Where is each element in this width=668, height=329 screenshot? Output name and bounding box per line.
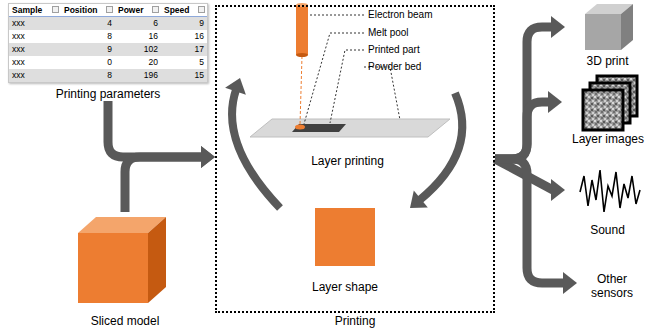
table-header: Sample [9, 4, 61, 17]
sound-waveform [580, 170, 640, 212]
table-cell: 8 [61, 30, 115, 43]
table-cell: 16 [161, 30, 207, 43]
node-caption: Printing [335, 314, 376, 328]
part-label: Electron beam [368, 9, 432, 21]
print-cube [585, 4, 633, 50]
parameter-table: SamplePositionPowerSpeedxxx469xxx81616xx… [8, 3, 208, 101]
table-cell: 8 [61, 69, 115, 82]
arrow-head [225, 78, 246, 95]
filter-button [52, 6, 59, 13]
part-label-holder: Powder bed [368, 61, 421, 73]
output-sound: Sound [565, 165, 650, 237]
table-cell: 17 [161, 43, 207, 56]
table-header: Power [115, 4, 161, 17]
arrow-shaft [419, 93, 462, 200]
part-label-holder: Electron beam [368, 9, 432, 21]
layer-images-stack [583, 76, 637, 130]
node-caption: Printing parameters [56, 87, 161, 101]
table-cell: 5 [161, 56, 207, 69]
flow-arrow [225, 78, 280, 208]
arrow-head [201, 146, 215, 168]
table-cell: 15 [161, 69, 207, 82]
table-header: Position [61, 4, 115, 17]
flow-arrow [495, 16, 565, 159]
flow-arrow [495, 91, 562, 159]
arrow-head [551, 16, 565, 38]
layer-shape-square [315, 208, 375, 266]
node-caption: Layer shape [312, 280, 378, 294]
arrow-shaft [495, 27, 553, 159]
parameter-table-grid: SamplePositionPowerSpeedxxx469xxx81616xx… [8, 3, 208, 83]
arrow-shaft [232, 89, 280, 208]
output-3d-print: 3D print [565, 2, 650, 68]
arrow-shaft [108, 101, 203, 157]
flow-arrow [495, 159, 577, 294]
arrow-head [201, 146, 215, 168]
table-cell: 9 [61, 43, 115, 56]
node-caption: Sound [590, 223, 625, 237]
part-label: Melt pool [368, 27, 409, 39]
layer-shape: Layer shape [280, 198, 410, 294]
table-cell: 0 [61, 56, 115, 69]
part-label: Powder bed [368, 61, 421, 73]
output-other-sensors: Other sensors [577, 268, 647, 300]
part-label-holder: Printed part [368, 44, 420, 56]
electron-beam-illustration [250, 3, 450, 137]
flow-arrow [410, 93, 462, 208]
table-cell: 102 [115, 43, 161, 56]
node-caption: Sliced model [91, 314, 160, 328]
filter-button [152, 6, 159, 13]
arrow-head [548, 91, 562, 113]
filter-button [198, 6, 205, 13]
table-header: Speed [161, 4, 207, 17]
table-cell: xxx [9, 17, 61, 30]
printing-box: PrintingLayer printingLayer shape [215, 5, 495, 313]
layer-printing: Layer printing [240, 8, 455, 168]
arrow-shaft [495, 159, 565, 283]
filter-button [106, 6, 113, 13]
table-cell: 196 [115, 69, 161, 82]
table-cell: 9 [161, 17, 207, 30]
table-cell: 16 [115, 30, 161, 43]
arrow-shaft [125, 157, 203, 212]
node-caption: Layer images [572, 132, 644, 146]
output-layer-images: Layer images [562, 74, 654, 146]
node-caption: Layer printing [311, 154, 384, 168]
table-cell: xxx [9, 56, 61, 69]
sliced-model: Sliced model [60, 212, 190, 328]
part-label: Printed part [368, 44, 420, 56]
arrow-head [410, 191, 428, 208]
node-caption: 3D print [586, 54, 628, 68]
table-cell: xxx [9, 43, 61, 56]
arrow-head [551, 179, 565, 201]
table-cell: 20 [115, 56, 161, 69]
arrow-shaft [495, 102, 550, 159]
flow-arrow [125, 146, 215, 212]
part-label-holder: Melt pool [368, 27, 409, 39]
node-caption: Other sensors [577, 272, 647, 300]
table-cell: xxx [9, 30, 61, 43]
table-cell: 4 [61, 17, 115, 30]
arrow-head [563, 272, 577, 294]
table-cell: 6 [115, 17, 161, 30]
sliced-model-cube [78, 217, 166, 303]
table-cell: xxx [9, 69, 61, 82]
